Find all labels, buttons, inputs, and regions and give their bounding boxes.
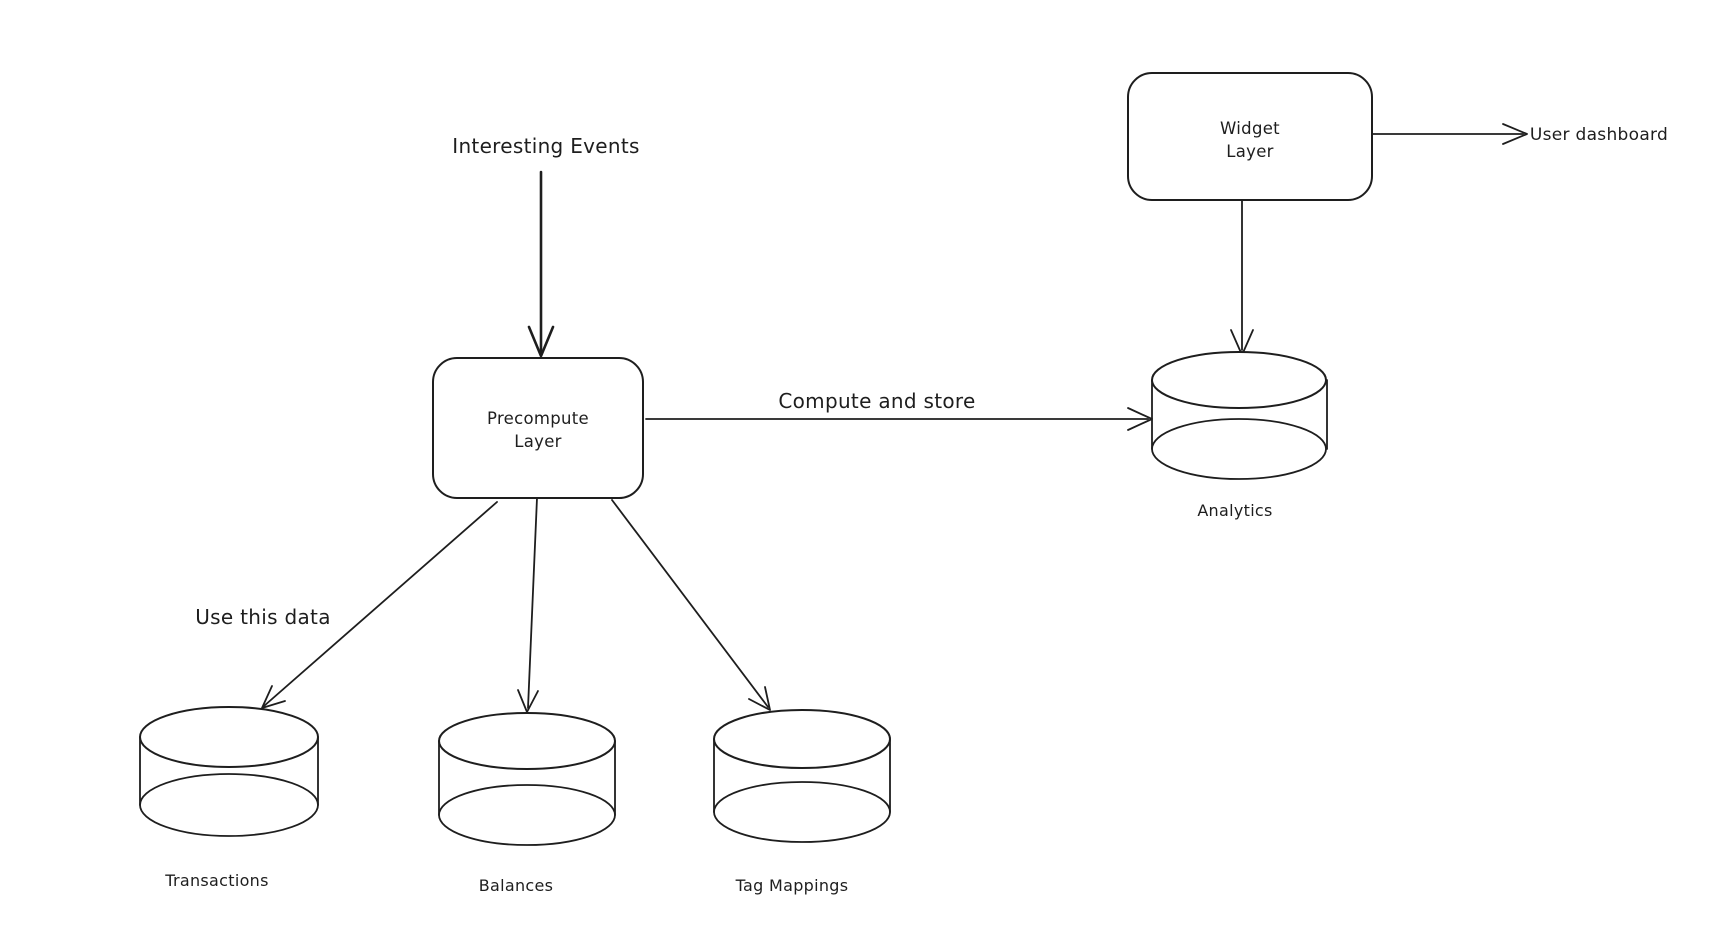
- widget-layer-label-line1: Widget: [1220, 119, 1280, 138]
- tag-mappings-db-node: Tag Mappings: [713, 709, 891, 895]
- analytics-db-label: Analytics: [1197, 501, 1272, 520]
- edge-widget-to-dashboard: [1372, 123, 1528, 145]
- precompute-layer-node: Precompute Layer: [432, 357, 644, 499]
- precompute-layer-label-line2: Layer: [514, 432, 562, 451]
- use-this-data-label: Use this data: [195, 605, 331, 629]
- arrowhead-right-icon: [1502, 123, 1528, 145]
- widget-layer-node: Widget Layer: [1127, 72, 1373, 201]
- cylinder-top: [139, 706, 319, 768]
- tag-mappings-db-label: Tag Mappings: [735, 876, 849, 895]
- arrow-shaft: [263, 501, 498, 707]
- cylinder-top: [1151, 351, 1327, 409]
- compute-and-store-label: Compute and store: [778, 389, 975, 413]
- user-dashboard-label: User dashboard: [1530, 125, 1668, 145]
- cylinder-bottom: [139, 773, 319, 837]
- arrowhead-downright-icon: [748, 686, 771, 711]
- edge-events-to-precompute: [527, 170, 555, 358]
- cylinder-bottom: [713, 781, 891, 843]
- edge-precompute-to-analytics: Compute and store: [645, 389, 1153, 431]
- cylinder-top: [438, 712, 616, 770]
- arrowhead-down-icon: [527, 325, 555, 358]
- balances-db-node: Balances: [438, 712, 616, 895]
- interesting-events-label: Interesting Events: [452, 134, 639, 158]
- analytics-db-node: Analytics: [1151, 351, 1328, 520]
- transactions-db-node: Transactions: [139, 706, 319, 890]
- widget-layer-box: [1127, 72, 1373, 201]
- widget-layer-label-line2: Layer: [1226, 142, 1274, 161]
- arrowhead-downleft-icon: [261, 685, 286, 709]
- edge-precompute-to-tag-mappings: [611, 499, 771, 711]
- edge-widget-to-analytics: [1230, 200, 1254, 356]
- edge-precompute-to-balances: [517, 497, 539, 713]
- balances-db-label: Balances: [479, 876, 554, 895]
- cylinder-bottom: [438, 784, 616, 846]
- arrow-shaft: [527, 497, 538, 709]
- arrow-shaft: [611, 499, 769, 708]
- precompute-layer-label-line1: Precompute: [487, 409, 589, 428]
- cylinder-top: [713, 709, 891, 769]
- transactions-db-label: Transactions: [164, 871, 268, 890]
- cylinder-bottom: [1151, 418, 1327, 480]
- edge-precompute-to-transactions: Use this data: [195, 501, 498, 709]
- precompute-layer-box: [432, 357, 644, 499]
